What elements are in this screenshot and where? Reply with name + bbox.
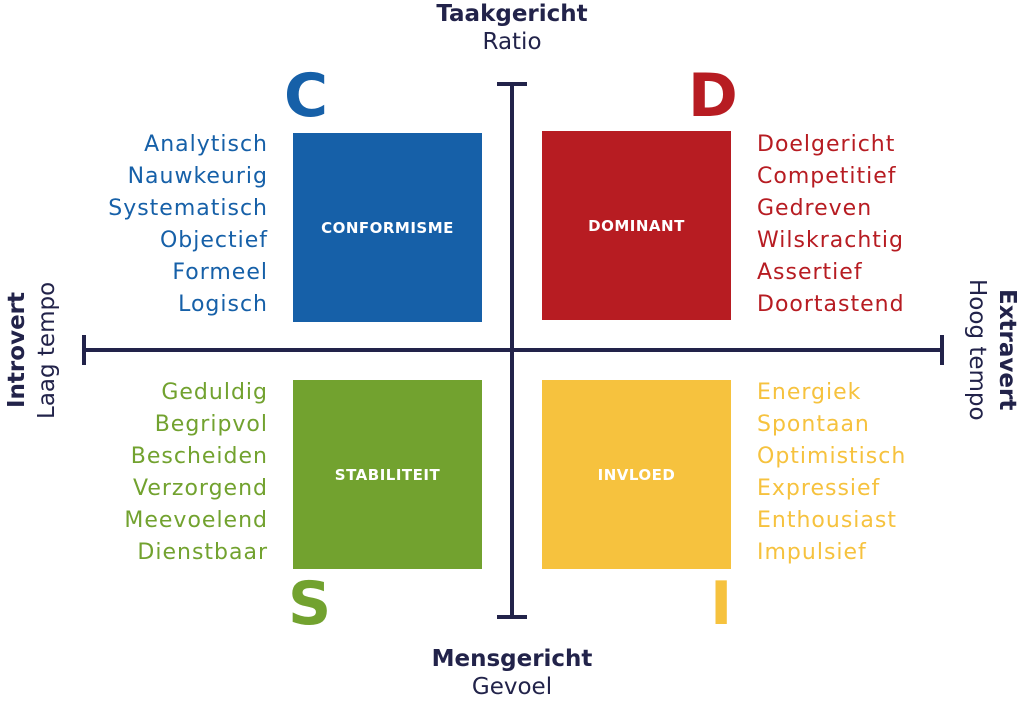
left-axis-title: Introvert (4, 292, 30, 408)
quadrant-c-traits: Analytisch Nauwkeurig Systematisch Objec… (40, 129, 268, 321)
horizontal-axis-left-cap (82, 335, 86, 365)
horizontal-axis-right-cap (940, 335, 944, 365)
quadrant-i-box: INVLOED (542, 380, 731, 569)
quadrant-s-box: STABILITEIT (293, 380, 482, 569)
trait-item: Systematisch (108, 196, 268, 221)
right-axis-title: Extravert (994, 289, 1020, 411)
trait-item: Expressief (757, 476, 881, 501)
quadrant-d-label: DOMINANT (588, 216, 685, 235)
trait-item: Spontaan (757, 412, 870, 437)
trait-item: Formeel (172, 260, 268, 285)
bottom-axis-label: Mensgericht Gevoel (362, 645, 662, 701)
trait-item: Objectief (159, 228, 268, 253)
trait-item: Meevoelend (124, 508, 268, 533)
right-axis-label: Extravert Hoog tempo (962, 230, 1022, 470)
quadrant-c-label: CONFORMISME (321, 218, 454, 237)
trait-item: Bescheiden (130, 444, 268, 469)
right-axis-subtitle: Hoog tempo (964, 279, 990, 421)
trait-item: Assertief (757, 260, 863, 285)
quadrant-s-label: STABILITEIT (334, 465, 441, 484)
vertical-axis-bottom-cap (497, 615, 527, 619)
trait-item: Begripvol (154, 412, 268, 437)
bottom-axis-subtitle: Gevoel (471, 674, 553, 700)
bottom-axis-title: Mensgericht (431, 646, 593, 672)
top-axis-title: Taakgericht (436, 1, 588, 27)
trait-item: Doelgericht (757, 132, 896, 157)
trait-item: Nauwkeurig (127, 164, 268, 189)
trait-item: Logisch (178, 292, 268, 317)
quadrant-c-letter: C (284, 61, 329, 131)
trait-item: Wilskrachtig (757, 228, 904, 253)
trait-item: Competitief (757, 164, 897, 189)
trait-item: Optimistisch (757, 444, 907, 469)
vertical-axis-top-cap (497, 82, 527, 86)
trait-item: Gedreven (757, 196, 873, 221)
trait-item: Doortastend (757, 292, 905, 317)
top-axis-subtitle: Ratio (482, 29, 542, 55)
trait-item: Energiek (757, 380, 862, 405)
trait-item: Verzorgend (133, 476, 268, 501)
quadrant-i-traits: Energiek Spontaan Optimistisch Expressie… (757, 377, 987, 569)
quadrant-d-letter: D (688, 61, 738, 131)
trait-item: Impulsief (757, 540, 867, 565)
quadrant-i-letter: I (710, 569, 733, 639)
quadrant-d-traits: Doelgericht Competitief Gedreven Wilskra… (757, 129, 987, 321)
quadrant-s-letter: S (288, 569, 332, 639)
top-axis-label: Taakgericht Ratio (362, 0, 662, 56)
trait-item: Analytisch (144, 132, 268, 157)
quadrant-i-label: INVLOED (597, 465, 676, 484)
horizontal-axis (82, 348, 944, 352)
quadrant-d-box: DOMINANT (542, 131, 731, 320)
trait-item: Enthousiast (757, 508, 897, 533)
trait-item: Geduldig (161, 380, 268, 405)
quadrant-c-box: CONFORMISME (293, 133, 482, 322)
quadrant-s-traits: Geduldig Begripvol Bescheiden Verzorgend… (40, 377, 268, 569)
trait-item: Dienstbaar (137, 540, 268, 565)
